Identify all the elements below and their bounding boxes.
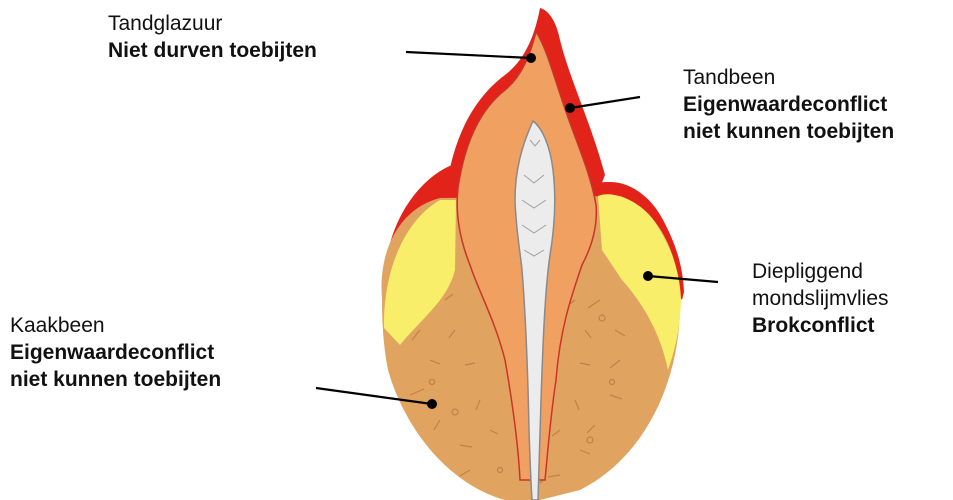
marker-enamel	[526, 53, 536, 63]
dentin-conflict-2: niet kunnen toebijten	[683, 118, 894, 145]
label-jawbone: Kaakbeen Eigenwaardeconflict niet kunnen…	[10, 312, 221, 393]
dentin-title: Tandbeen	[683, 64, 894, 91]
label-enamel: Tandglazuur Niet durven toebijten	[108, 10, 317, 64]
marker-jawbone	[427, 399, 437, 409]
leader-enamel	[406, 52, 531, 58]
jawbone-title: Kaakbeen	[10, 312, 221, 339]
dentin-conflict-1: Eigenwaardeconflict	[683, 91, 894, 118]
label-dentin: Tandbeen Eigenwaardeconflict niet kunnen…	[683, 64, 894, 145]
gingiva-title-2: mondslijmvlies	[752, 285, 889, 312]
marker-dentin	[565, 103, 575, 113]
gingiva-conflict: Brokconflict	[752, 312, 889, 339]
jawbone-conflict-2: niet kunnen toebijten	[10, 366, 221, 393]
enamel-title: Tandglazuur	[108, 10, 317, 37]
gingiva-title-1: Diepliggend	[752, 258, 889, 285]
label-gingiva: Diepliggend mondslijmvlies Brokconflict	[752, 258, 889, 339]
enamel-conflict: Niet durven toebijten	[108, 37, 317, 64]
marker-gingiva	[643, 271, 653, 281]
jawbone-conflict-1: Eigenwaardeconflict	[10, 339, 221, 366]
